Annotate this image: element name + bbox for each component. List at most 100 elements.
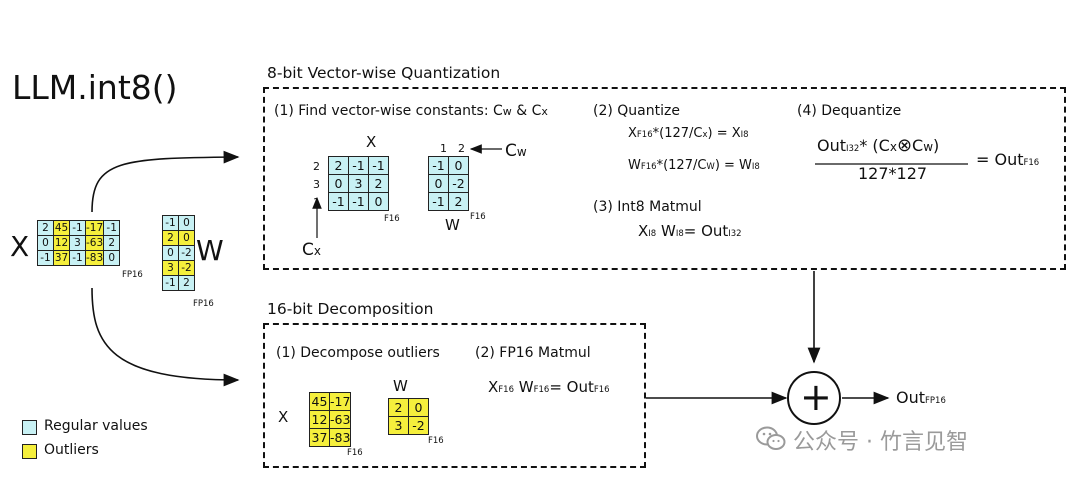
step1-x-name: X	[366, 133, 377, 151]
step2-label: (2) Quantize	[593, 103, 680, 119]
w-col-ticks: 1 2	[440, 142, 465, 155]
matrix-cell: 12	[309, 410, 330, 429]
matrix-cell: -63	[328, 410, 352, 429]
step1-w-format: F16	[470, 212, 486, 222]
matrix-cell: -1	[328, 192, 349, 211]
arrow-to-quant	[91, 150, 240, 213]
plus-icon: +	[800, 375, 832, 419]
matrix-cell: -1	[348, 192, 369, 211]
matrix-cell: -83	[84, 250, 105, 266]
matrix-cell: 2	[388, 398, 409, 417]
matrix-cell: -2	[178, 260, 195, 276]
matrix-cell: 0	[37, 235, 54, 251]
quantize-eq-w: WF16*(127/CW) = WI8	[628, 158, 760, 173]
vector-section-box	[263, 87, 1066, 270]
step1-x-format: F16	[384, 214, 400, 224]
matrix-cell: 0	[328, 174, 349, 193]
matrix-cell: 2	[162, 230, 179, 246]
matrix-cell: 2	[178, 275, 195, 291]
x-row-tick: 3	[313, 178, 320, 191]
matrix-cell: 37	[53, 250, 70, 266]
matrix-cell: 3	[162, 260, 179, 276]
decomp-x-name: X	[278, 408, 289, 426]
cx-label: Cx	[302, 240, 321, 260]
int8-matmul-eq: XI8 WI8= OutI32	[638, 222, 742, 240]
matrix-cell: -2	[448, 174, 469, 193]
matrix-row: 3-2	[388, 416, 429, 435]
matrix-row: 2-1-1	[328, 156, 389, 175]
decomp-w-name: W	[393, 377, 408, 395]
matrix-cell: 0	[178, 230, 195, 246]
matrix-cell: -17	[328, 392, 352, 411]
matrix-cell: -1	[348, 156, 369, 175]
matrix-cell: 37	[309, 428, 330, 447]
matrix-cell: -1	[162, 275, 179, 291]
matrix-cell: -1	[428, 156, 449, 175]
matrix-cell: -1	[103, 220, 121, 236]
input-x-format: FP16	[122, 270, 143, 280]
matrix-cell: 0	[178, 215, 195, 231]
matrix-cell: 0	[162, 245, 179, 261]
matrix-cell: 3	[388, 416, 409, 435]
matrix-cell: -2	[408, 416, 429, 435]
dequant-denominator: 127*127	[858, 164, 928, 183]
x-row-tick: 2	[313, 160, 320, 173]
matrix-row: 0-2	[162, 245, 195, 261]
matrix-cell: 2	[103, 235, 121, 251]
matrix-cell: 0	[448, 156, 469, 175]
matrix-cell: -1	[368, 156, 389, 175]
page-title: LLM.int8()	[12, 68, 178, 107]
matrix-cell: 0	[428, 174, 449, 193]
matrix-cell: 45	[53, 220, 70, 236]
matrix-cell: 12	[53, 235, 70, 251]
step1-label: (1) Find vector-wise constants: Cw & Cx	[274, 103, 548, 119]
matrix-cell: -1	[69, 250, 86, 266]
arrow-to-decomp	[91, 287, 240, 387]
dequant-rhs: = OutF16	[976, 150, 1040, 169]
matrix-row: 0-2	[428, 174, 469, 193]
matrix-row: 3-2	[162, 260, 195, 276]
decomp-section-box	[263, 323, 646, 468]
legend-regular-label: Regular values	[44, 418, 148, 434]
matrix-cell: 2	[328, 156, 349, 175]
output-label: OutFP16	[896, 388, 946, 407]
matrix-row: 12-63	[309, 410, 352, 429]
step3-label: (3) Int8 Matmul	[593, 199, 702, 215]
matrix-cell: 2	[37, 220, 54, 236]
matrix-cell: -63	[84, 235, 105, 251]
matrix-cell: -83	[328, 428, 352, 447]
legend-outlier-swatch	[22, 444, 37, 459]
legend-outliers-label: Outliers	[44, 442, 99, 458]
matrix-cell: -1	[69, 220, 86, 236]
matrix-cell: -1	[37, 250, 54, 266]
x-row-tick: 1	[313, 196, 320, 209]
matrix-cell: 2	[448, 192, 469, 211]
step4-label: (4) Dequantize	[797, 103, 902, 119]
fp16-matmul-eq: XF16 WF16= OutF16	[488, 378, 610, 396]
matrix-row: 45-17	[309, 392, 352, 411]
wechat-icon	[756, 426, 786, 450]
decomp-step2-label: (2) FP16 Matmul	[475, 345, 591, 361]
vector-section-title: 8-bit Vector-wise Quantization	[267, 64, 501, 82]
matrix-cell: -1	[162, 215, 179, 231]
matrix-cell: -17	[84, 220, 105, 236]
input-w-label: W	[196, 234, 224, 267]
matrix-cell: 0	[368, 192, 389, 211]
decomp-w-format: F16	[428, 436, 444, 446]
step1-w-name: W	[445, 216, 460, 234]
